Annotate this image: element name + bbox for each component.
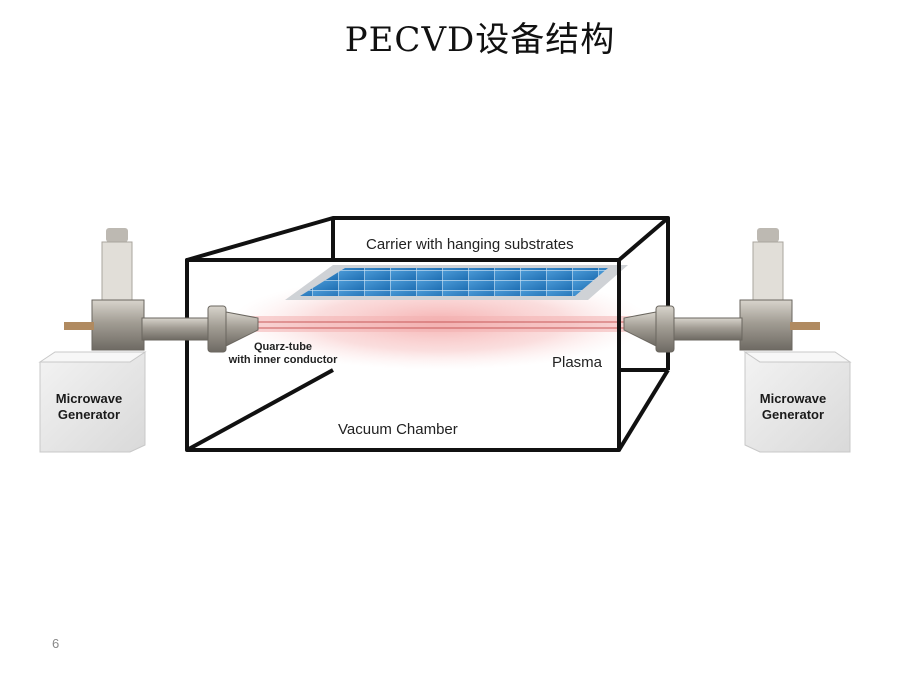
plasma-label: Plasma bbox=[552, 354, 603, 371]
right-generator-label: Microwave Generator bbox=[748, 391, 838, 423]
left-generator-label-line1: Microwave bbox=[55, 391, 123, 406]
quartz-tube-label-line2: with inner conductor bbox=[228, 354, 338, 366]
left-generator-label: Microwave Generator bbox=[44, 391, 134, 423]
right-generator-label-line1: Microwave bbox=[759, 391, 827, 406]
quartz-tube-label: Quarz-tube with inner conductor bbox=[218, 341, 348, 367]
right-microwave-generator bbox=[623, 228, 852, 453]
carrier-label: Carrier with hanging substrates bbox=[366, 236, 574, 253]
left-generator-label-line2: Generator bbox=[57, 407, 121, 422]
vacuum-chamber-label: Vacuum Chamber bbox=[338, 421, 458, 438]
quartz-tube-label-line1: Quarz-tube bbox=[253, 341, 313, 353]
substrate-carrier bbox=[285, 265, 628, 300]
page-title: PECVD设备结构 bbox=[344, 20, 616, 60]
page-number: 6 bbox=[52, 636, 60, 651]
right-generator-label-line2: Generator bbox=[761, 407, 825, 422]
left-microwave-generator bbox=[38, 228, 259, 453]
vacuum-chamber bbox=[185, 216, 670, 452]
